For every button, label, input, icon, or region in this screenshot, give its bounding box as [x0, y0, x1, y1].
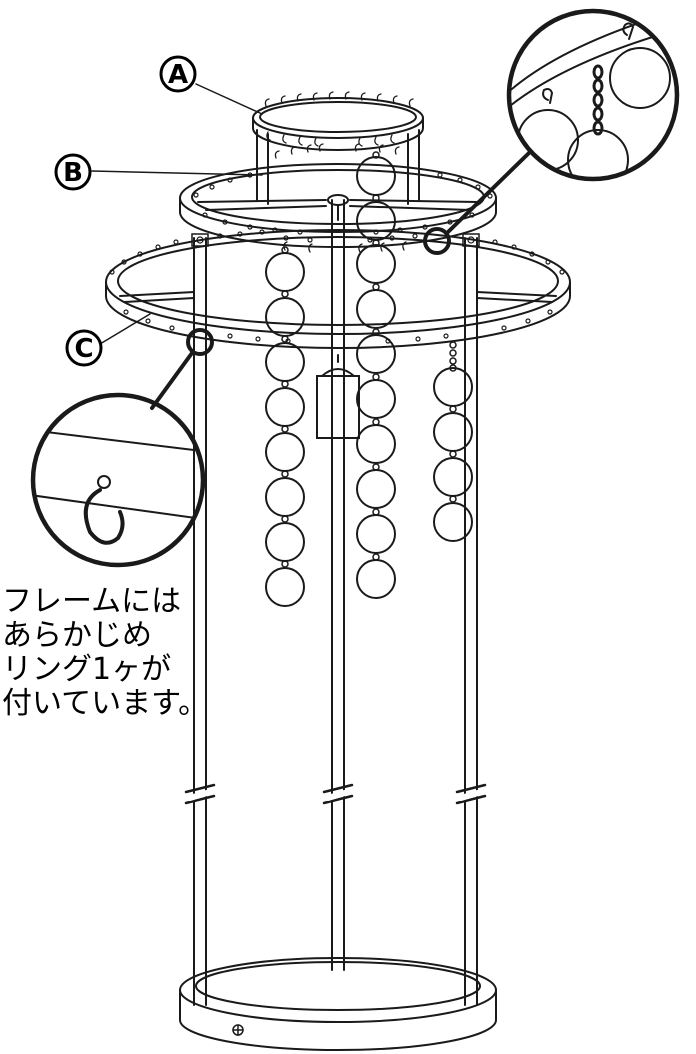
label-leaders: [91, 83, 263, 345]
ring-a: [252, 91, 424, 205]
bead-strand-center: [356, 151, 396, 599]
ring-preattached-note: フレームには あらかじめ リング1ヶが 付いています。: [2, 584, 209, 721]
note-line-3: リング1ヶが: [2, 652, 172, 687]
callout-ring-detail: [30, 328, 214, 568]
bead-strand-right: [433, 341, 473, 542]
note-line-2: あらかじめ: [2, 618, 152, 653]
bead-strand-left: [265, 246, 305, 607]
label-a: A: [159, 55, 197, 93]
label-c: C: [65, 329, 103, 367]
ring-c: [105, 229, 571, 349]
note-line-4: 付いています。: [2, 686, 209, 721]
svg-text:B: B: [63, 158, 83, 188]
lamp-socket: [316, 354, 360, 439]
label-b: B: [54, 153, 92, 191]
base-ring: [179, 957, 497, 1051]
svg-text:A: A: [168, 60, 188, 90]
callout-chain-detail: [423, 8, 680, 255]
svg-text:C: C: [74, 334, 93, 364]
note-line-1: フレームには: [2, 584, 182, 619]
frame-poles: [193, 199, 478, 1006]
pole-break-marks: [184, 783, 487, 805]
